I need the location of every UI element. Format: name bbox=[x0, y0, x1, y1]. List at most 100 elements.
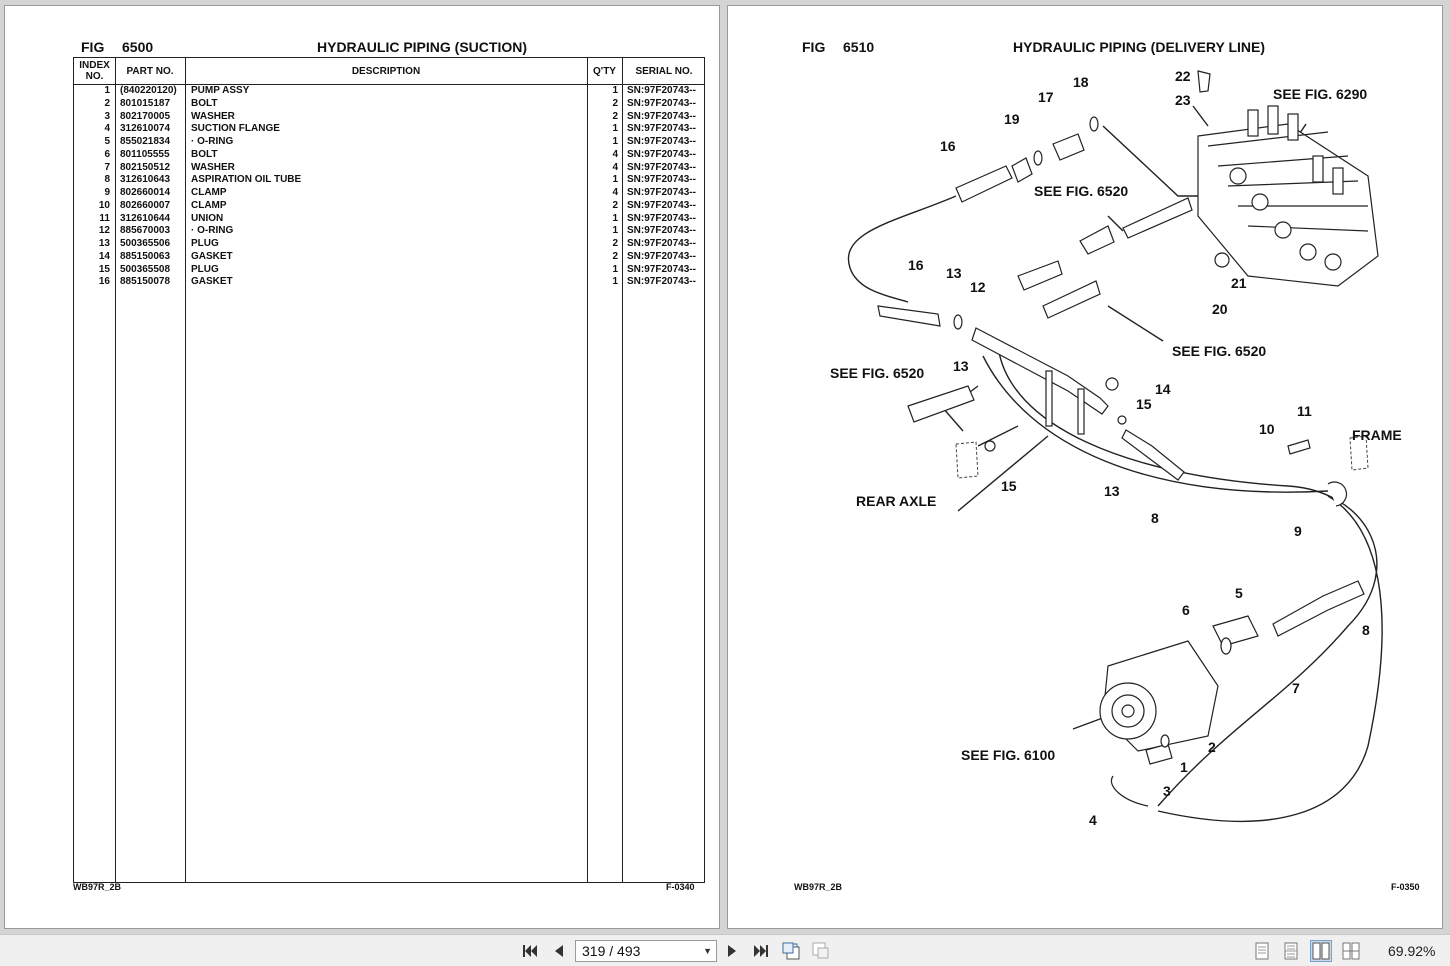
row-part-no: 802660007 bbox=[120, 199, 171, 211]
page-indicator: 319 / 493 bbox=[582, 943, 641, 959]
single-page-view-icon[interactable] bbox=[1251, 940, 1273, 962]
callout-8b: 8 bbox=[1362, 622, 1370, 638]
row-description: BOLT bbox=[191, 97, 218, 109]
zoom-level[interactable]: 69.92% bbox=[1388, 943, 1436, 959]
row-qty: 1 bbox=[612, 263, 618, 275]
continuous-facing-view-icon[interactable] bbox=[1340, 940, 1362, 962]
callout-20: 20 bbox=[1212, 301, 1228, 317]
row-serial: SN:97F20743-- bbox=[627, 276, 696, 288]
last-page-icon[interactable] bbox=[750, 940, 772, 962]
row-qty: 2 bbox=[612, 238, 618, 249]
row-part-no: 885150078 bbox=[120, 276, 171, 288]
row-serial: SN:97F20743-- bbox=[627, 123, 696, 135]
row-description: · O-RING bbox=[191, 136, 234, 147]
row-part-no: 312610643 bbox=[120, 174, 171, 186]
facing-view-icon[interactable] bbox=[1310, 940, 1332, 962]
row-index: 5 bbox=[104, 136, 110, 147]
row-part-no: 500365508 bbox=[120, 263, 171, 275]
row-description: · O-RING bbox=[191, 225, 234, 237]
row-description: BOLT bbox=[191, 148, 218, 160]
label-frame: FRAME bbox=[1352, 427, 1402, 443]
prev-page-icon[interactable] bbox=[548, 940, 570, 962]
header-qty: Q'TY bbox=[593, 65, 616, 77]
callout-see-6100: SEE FIG. 6100 bbox=[961, 747, 1055, 763]
row-part-no: 802150512 bbox=[120, 161, 171, 173]
chevron-down-icon[interactable]: ▼ bbox=[703, 946, 712, 956]
row-qty: 1 bbox=[612, 212, 618, 224]
callout-9: 9 bbox=[1294, 523, 1302, 539]
callout-see-6290: SEE FIG. 6290 bbox=[1273, 86, 1367, 102]
document-viewer[interactable]: FIG 6500 HYDRAULIC PIPING (SUCTION) INDE… bbox=[0, 0, 1450, 934]
row-qty: 1 bbox=[612, 174, 618, 186]
header-part-no: PART NO. bbox=[126, 65, 174, 77]
continuous-view-icon[interactable] bbox=[1280, 940, 1302, 962]
row-index: 13 bbox=[98, 238, 110, 249]
callout-see-6520-c: SEE FIG. 6520 bbox=[830, 365, 924, 381]
fig-number: 6510 bbox=[843, 39, 875, 55]
row-index: 10 bbox=[98, 199, 110, 211]
row-qty: 2 bbox=[612, 199, 618, 211]
next-page-icon[interactable] bbox=[721, 940, 743, 962]
callout-7: 7 bbox=[1292, 680, 1300, 696]
row-serial: SN:97F20743-- bbox=[627, 85, 696, 96]
row-serial: SN:97F20743-- bbox=[627, 212, 696, 224]
row-serial: SN:97F20743-- bbox=[627, 250, 696, 262]
row-part-no: 312610644 bbox=[120, 212, 171, 224]
row-description: ASPIRATION OIL TUBE bbox=[191, 174, 302, 186]
row-description: CLAMP bbox=[191, 187, 227, 198]
row-description: PLUG bbox=[191, 263, 219, 275]
page-right: FIG 6510 HYDRAULIC PIPING (DELIVERY LINE… bbox=[727, 5, 1443, 929]
row-serial: SN:97F20743-- bbox=[627, 174, 696, 186]
row-index: 6 bbox=[104, 148, 110, 160]
row-index: 8 bbox=[104, 174, 110, 186]
callout-15a: 15 bbox=[1136, 396, 1152, 412]
row-part-no: 855021834 bbox=[120, 136, 171, 147]
callout-2: 2 bbox=[1208, 739, 1216, 755]
fig-label: FIG bbox=[81, 39, 105, 55]
rotate-cw-icon[interactable] bbox=[780, 940, 802, 962]
row-serial: SN:97F20743-- bbox=[627, 187, 696, 198]
fig-number: 6500 bbox=[122, 39, 154, 55]
callout-13a: 13 bbox=[946, 265, 962, 281]
row-qty: 1 bbox=[612, 225, 618, 237]
navigation-toolbar: 319 / 493 ▼ 69.92% bbox=[0, 934, 1450, 966]
footer-left: WB97R_2B bbox=[73, 882, 122, 892]
row-part-no: 802170005 bbox=[120, 110, 171, 122]
first-page-icon[interactable] bbox=[519, 940, 541, 962]
row-description: SUCTION FLANGE bbox=[191, 123, 280, 135]
parts-table: INDEX NO. PART NO. DESCRIPTION Q'TY SERI… bbox=[73, 57, 705, 883]
footer-right: F-0350 bbox=[1391, 882, 1420, 892]
callout-1: 1 bbox=[1180, 759, 1188, 775]
rotate-ccw-icon[interactable] bbox=[810, 940, 832, 962]
row-qty: 4 bbox=[612, 161, 618, 173]
header-serial: SERIAL NO. bbox=[635, 65, 693, 77]
row-description: CLAMP bbox=[191, 199, 227, 211]
callout-5: 5 bbox=[1235, 585, 1243, 601]
row-qty: 1 bbox=[612, 85, 618, 96]
row-index: 4 bbox=[104, 123, 110, 135]
row-description: WASHER bbox=[191, 110, 235, 122]
row-serial: SN:97F20743-- bbox=[627, 136, 696, 147]
row-part-no: (840220120) bbox=[120, 85, 177, 96]
fig-title: HYDRAULIC PIPING (SUCTION) bbox=[317, 39, 527, 55]
callout-13b: 13 bbox=[953, 358, 969, 374]
row-serial: SN:97F20743-- bbox=[627, 110, 696, 122]
row-description: GASKET bbox=[191, 250, 233, 262]
row-part-no: 885150063 bbox=[120, 250, 171, 262]
callout-14: 14 bbox=[1155, 381, 1171, 397]
row-serial: SN:97F20743-- bbox=[627, 148, 696, 160]
row-serial: SN:97F20743-- bbox=[627, 225, 696, 237]
callout-21: 21 bbox=[1231, 275, 1247, 291]
row-index: 15 bbox=[98, 263, 110, 275]
page-left: FIG 6500 HYDRAULIC PIPING (SUCTION) INDE… bbox=[4, 5, 720, 929]
page-number-input[interactable]: 319 / 493 ▼ bbox=[575, 940, 717, 962]
row-serial: SN:97F20743-- bbox=[627, 97, 696, 109]
